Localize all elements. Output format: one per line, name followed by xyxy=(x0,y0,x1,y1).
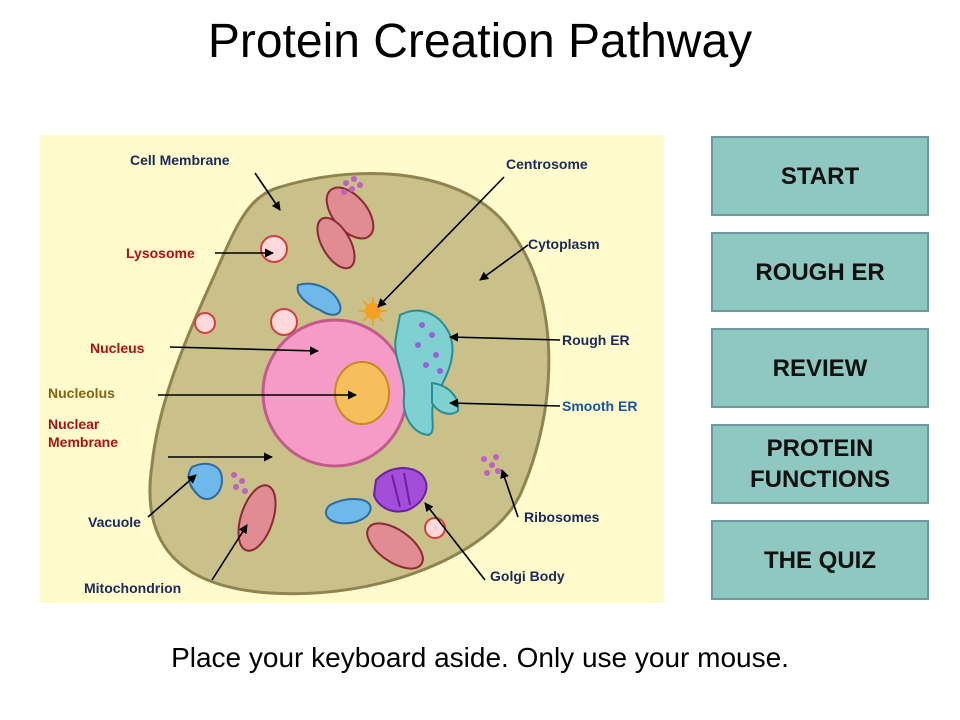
protein-functions-button[interactable]: PROTEIN FUNCTIONS xyxy=(711,424,929,504)
review-button[interactable]: REVIEW xyxy=(711,328,929,408)
label-nucleus: Nucleus xyxy=(90,340,145,356)
nucleus-shape xyxy=(261,318,409,468)
centrosome-shape xyxy=(359,297,387,325)
ribosome-dots xyxy=(231,176,501,494)
label-nucleolus: Nucleolus xyxy=(48,385,115,401)
start-button[interactable]: START xyxy=(711,136,929,216)
vacuole-shapes xyxy=(187,282,372,525)
label-cell-membrane: Cell Membrane xyxy=(130,152,230,168)
mitochondrion-shapes xyxy=(237,186,424,570)
label-lysosome: Lysosome xyxy=(126,245,195,261)
label-golgi-body: Golgi Body xyxy=(490,568,565,584)
animal-cell-diagram: Cell Membrane Lysosome Nucleus Nucleolus… xyxy=(40,135,664,603)
label-smooth-er: Smooth ER xyxy=(562,398,637,414)
page-title: Protein Creation Pathway xyxy=(207,15,753,68)
quiz-button[interactable]: THE QUIZ xyxy=(711,520,929,600)
label-nuclear-membrane-2: Membrane xyxy=(48,434,118,450)
cell-diagram-svg: Cell Membrane Lysosome Nucleus Nucleolus… xyxy=(48,152,637,596)
label-cytoplasm: Cytoplasm xyxy=(528,236,600,252)
label-mitochondrion: Mitochondrion xyxy=(84,580,181,596)
label-rough-er: Rough ER xyxy=(562,332,630,348)
label-nuclear-membrane-1: Nuclear xyxy=(48,416,100,432)
label-vacuole: Vacuole xyxy=(88,514,141,530)
label-ribosomes: Ribosomes xyxy=(524,509,600,525)
rough-er-button[interactable]: ROUGH ER xyxy=(711,232,929,312)
instruction-text: Place your keyboard aside. Only use your… xyxy=(171,642,789,673)
label-arrows xyxy=(147,172,561,581)
label-centrosome: Centrosome xyxy=(506,156,588,172)
golgi-body-shape xyxy=(372,467,428,513)
endoplasmic-reticulum-shape xyxy=(394,309,460,437)
